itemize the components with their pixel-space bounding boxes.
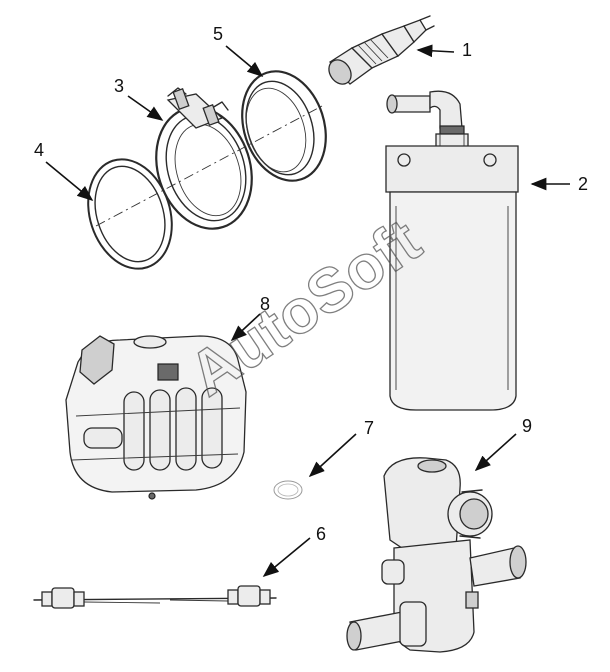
callout-label-6: 6 [316, 524, 326, 544]
leader-arrow-6 [262, 537, 311, 578]
callout-label-3: 3 [114, 76, 124, 96]
callout-label-5: 5 [213, 24, 223, 44]
callout-label-7: 7 [364, 418, 374, 438]
callout-3: 3 [114, 76, 164, 121]
leader-arrow-3 [127, 95, 164, 121]
part-6-fuel-line [33, 585, 277, 609]
callout-label-9: 9 [522, 416, 532, 436]
callout-6: 6 [262, 524, 326, 578]
part-5-flange-ring [241, 70, 327, 182]
leader-arrow-8 [230, 313, 261, 342]
callout-8: 8 [230, 294, 270, 342]
part-9-solenoid-valve [346, 457, 527, 653]
assembly-axis-line [95, 105, 323, 227]
leader-arrow-5 [225, 45, 264, 78]
callout-label-8: 8 [260, 294, 270, 314]
part-4-sealing-ring [87, 158, 173, 270]
callout-7: 7 [308, 418, 374, 478]
part-3-v-band-clamp [155, 87, 253, 230]
callout-2: 2 [530, 174, 588, 194]
leader-arrow-9 [474, 433, 517, 472]
part-1-sensor-fitting [328, 15, 435, 85]
leader-arrow-4 [45, 161, 94, 202]
callout-label-4: 4 [34, 140, 44, 160]
callout-label-2: 2 [578, 174, 588, 194]
callout-5: 5 [213, 24, 264, 78]
leader-arrow-1 [416, 44, 455, 58]
callout-9: 9 [474, 416, 532, 472]
part-8-reservoir-tank [65, 335, 247, 500]
part-7-o-ring [273, 480, 303, 500]
part-2-filter-canister [385, 90, 519, 411]
callout-1: 1 [416, 40, 472, 60]
callout-4: 4 [34, 140, 94, 202]
callout-label-1: 1 [462, 40, 472, 60]
leader-arrow-7 [308, 433, 357, 478]
